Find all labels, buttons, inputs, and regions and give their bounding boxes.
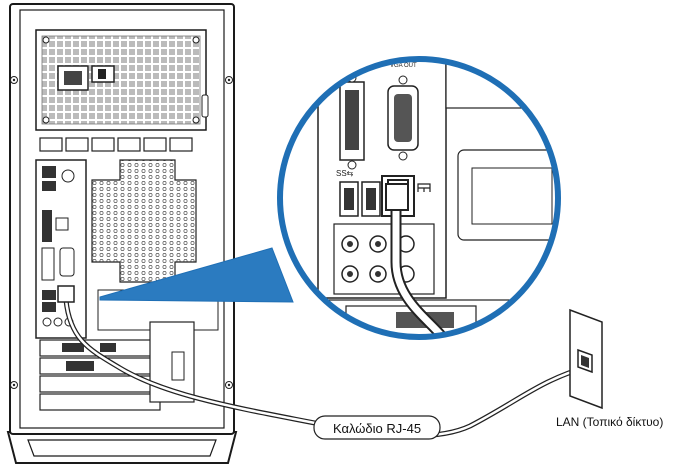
vent-row — [39, 137, 193, 152]
vga-port — [387, 75, 419, 161]
usb-ports — [339, 181, 381, 217]
tower-base — [6, 431, 238, 464]
rj45-plug — [57, 285, 75, 303]
wall-lan-socket — [569, 308, 603, 410]
power-supply — [35, 29, 209, 131]
zoom-circle: DVI VGA OUT SS⇆ — [277, 56, 561, 340]
dvi-port — [339, 73, 365, 170]
screw — [225, 381, 233, 389]
zoom-ring — [277, 56, 561, 340]
screw — [10, 76, 18, 84]
audio-ports — [333, 223, 435, 295]
vga-out-label: VGA OUT — [390, 63, 417, 69]
usb3-icon: SS⇆ — [336, 169, 354, 178]
lan-label: LAN (Τοπικό δίκτυο) — [556, 415, 663, 429]
screw — [10, 381, 18, 389]
zoom-band — [99, 247, 294, 303]
pc-tower — [6, 3, 238, 464]
expansion-slots — [39, 321, 195, 411]
lan-network-icon — [417, 183, 431, 192]
cable-label: Καλώδιο RJ-45 — [313, 415, 441, 440]
cable-label-text: Καλώδιο RJ-45 — [333, 421, 421, 436]
rear-io-panel — [35, 159, 87, 339]
screw — [225, 76, 233, 84]
